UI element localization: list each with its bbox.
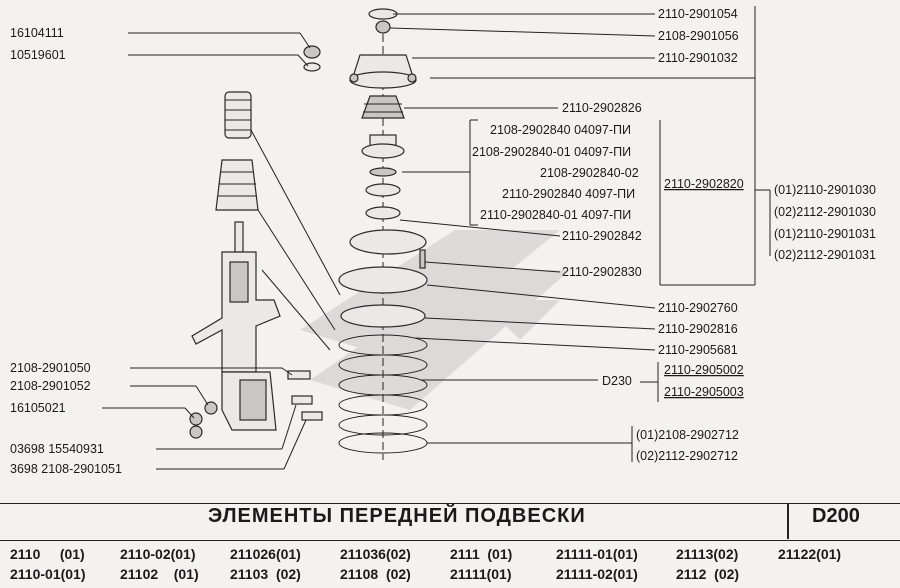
callouts-left: 16104111 10519601 2108-2901050 2108-2901… (10, 26, 122, 476)
watermark-logo (300, 230, 570, 410)
callout-2108-2901056: 2108-2901056 (658, 29, 739, 43)
model-entry: 21111-01(01) (556, 546, 638, 562)
model-entry: 21111-02(01) (556, 566, 638, 582)
title-band (0, 503, 900, 541)
model-entry: 211036(02) (340, 546, 411, 562)
title-divider (787, 503, 789, 539)
model-entry: 2112 (02) (676, 566, 740, 582)
callout-2110-2902826: 2110-2902826 (562, 101, 642, 115)
spring-variant: (02)2112-2902712 (636, 449, 738, 463)
callout-2110-2902816: 2110-2902816 (658, 322, 738, 336)
page-title: ЭЛЕМЕНТЫ ПЕРЕДНЕЙ ПОДВЕСКИ (208, 505, 586, 527)
leader-lines (102, 6, 771, 470)
dust-boot (215, 159, 259, 211)
bearing-item: 2110-2902840 4097-ПИ (502, 187, 635, 201)
bearing-item: 2110-2902840-01 4097-ПИ (480, 208, 631, 222)
callout-2110-2902760: 2110-2902760 (658, 301, 738, 315)
bump-stop-part: 2110-2905002 (664, 363, 744, 377)
diagram-code: D200 (812, 505, 860, 527)
variant-item: (01)2110-2901031 (774, 227, 876, 241)
callout-2110-2902830: 2110-2902830 (562, 265, 642, 279)
model-entry: 21103 (02) (230, 566, 301, 582)
variant-item: (01)2110-2901030 (774, 183, 876, 197)
spring-variant: (01)2108-2902712 (636, 428, 739, 442)
callout-03698: 03698 15540931 (10, 442, 104, 456)
variant-item: (02)2112-2901030 (774, 205, 876, 219)
model-entry: 2110-01(01) (10, 566, 86, 582)
callout-2108-2901052: 2108-2901052 (10, 379, 91, 393)
bearing-group: 2108-2902840 04097-ПИ 2108-2902840-01 04… (472, 123, 876, 262)
callout-d230: D230 (602, 374, 632, 388)
coil-spring (338, 334, 428, 454)
callout-10519601: 10519601 (10, 48, 66, 62)
variant-item: (02)2112-2901031 (774, 248, 876, 262)
bump-stop-part: 2110-2905003 (664, 385, 744, 399)
model-entry: 211026(01) (230, 546, 301, 562)
model-entry: 21113(02) (676, 546, 739, 562)
bump-rubber (224, 91, 252, 139)
callouts-right: 2110-2901054 2108-2901056 2110-2901032 2… (562, 7, 739, 357)
model-entry: 2110-02(01) (120, 546, 196, 562)
callout-2110-2902842: 2110-2902842 (562, 229, 642, 243)
callout-3698: 3698 2108-2901051 (10, 462, 122, 476)
model-entry: 2110 (01) (10, 546, 85, 562)
bolts (189, 370, 323, 439)
callout-2110-2901032: 2110-2901032 (658, 51, 738, 65)
model-entry: 21122(01) (778, 546, 842, 562)
callout-16105021: 16105021 (10, 401, 66, 415)
bearing-item: 2108-2902840-01 04097-ПИ (472, 145, 631, 159)
callout-2110-2905681: 2110-2905681 (658, 343, 738, 357)
bearing-item: 2108-2902840-02 (540, 166, 639, 180)
assembly-2110-2902820: 2110-2902820 (664, 177, 744, 191)
center-stack (338, 8, 428, 460)
callout-2110-2901054: 2110-2901054 (658, 7, 738, 21)
spring-group: (01)2108-2902712 (02)2112-2902712 (636, 428, 739, 463)
model-entry: 2111 (01) (450, 546, 513, 562)
nut-washer-topleft (303, 45, 321, 72)
bump-stop-group: D230 2110-2905002 2110-2905003 (602, 363, 744, 399)
model-entry: 21108 (02) (340, 566, 411, 582)
callout-2108-2901050: 2108-2901050 (10, 361, 91, 375)
model-entry: 21102 (01) (120, 566, 199, 582)
strut-assembly (189, 91, 341, 439)
bearing-item: 2108-2902840 04097-ПИ (490, 123, 631, 137)
callout-16104111: 16104111 (10, 26, 64, 40)
model-entry: 21111(01) (450, 566, 512, 582)
